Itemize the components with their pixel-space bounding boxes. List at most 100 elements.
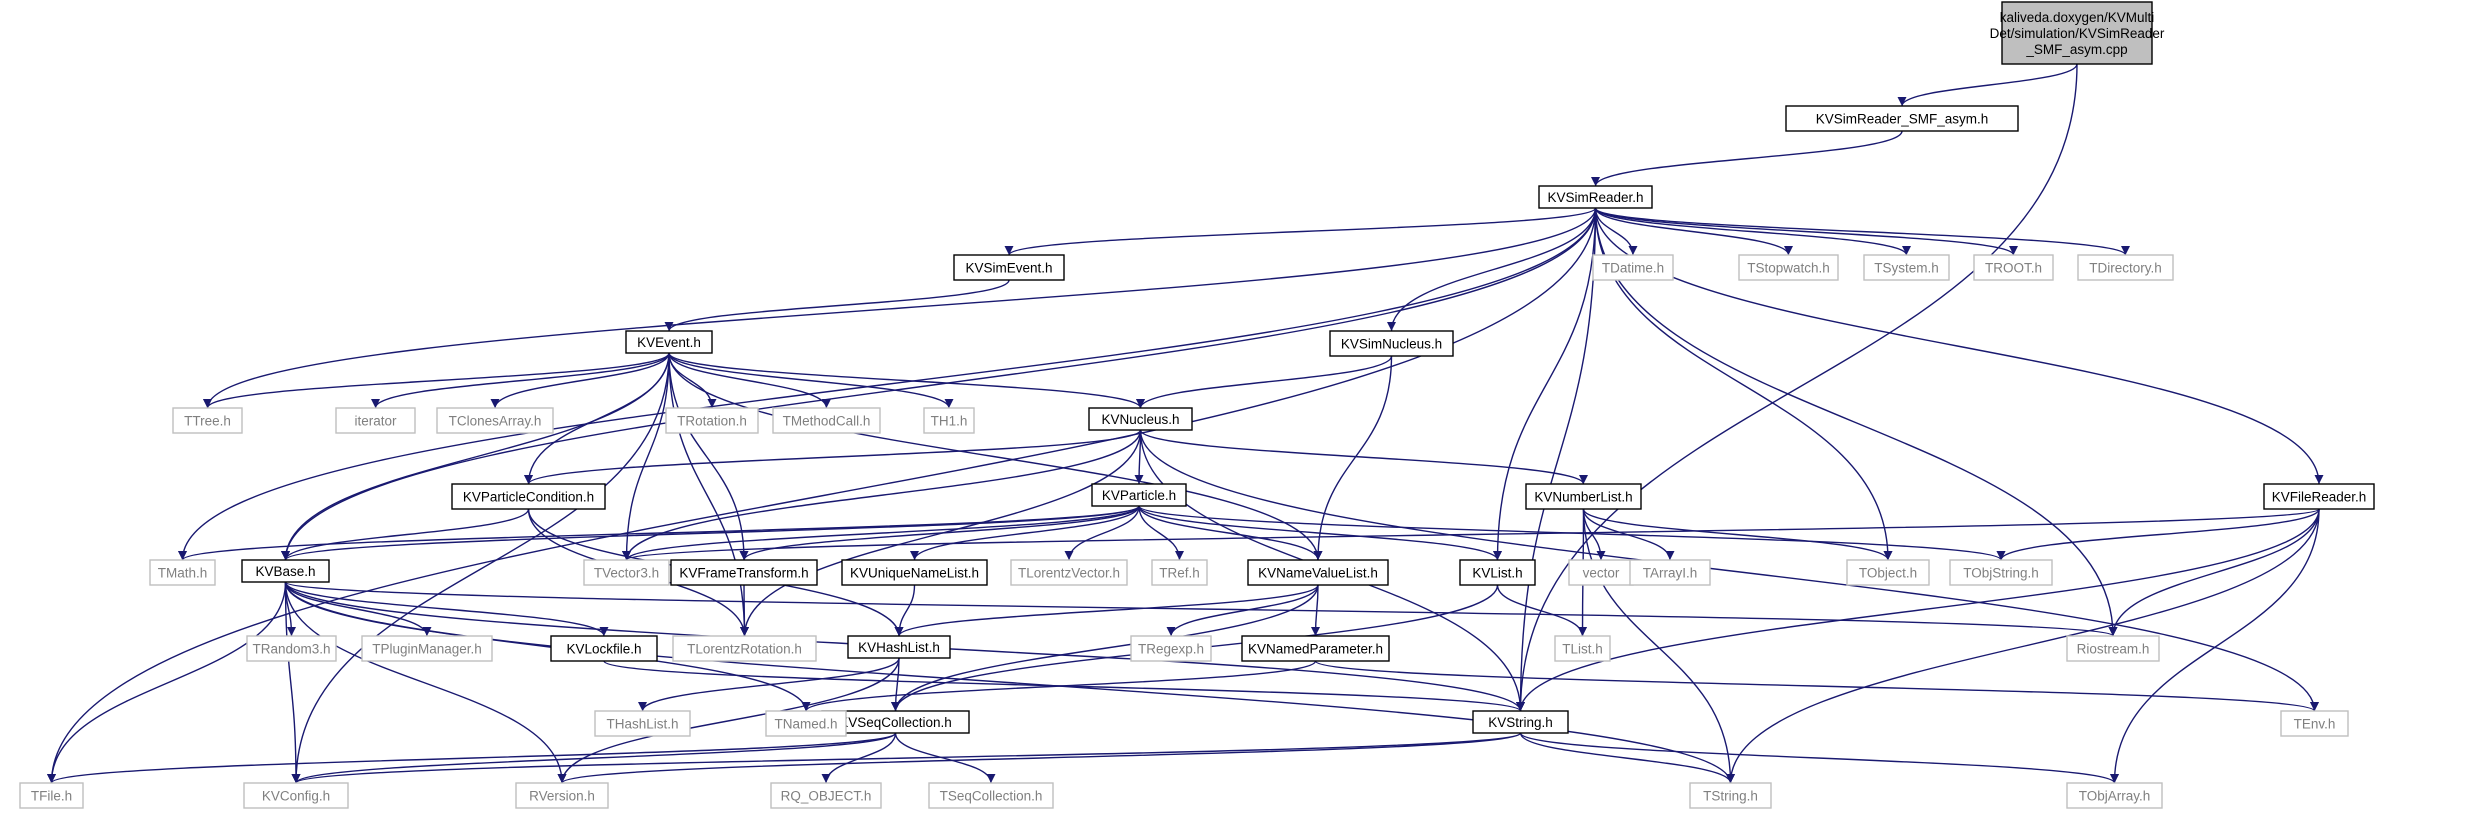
node-label: TSystem.h	[1874, 261, 1939, 276]
edge-KVNameValueList-to-TRegexp	[1166, 584, 1319, 637]
node-KVParticle[interactable]: KVParticle.h	[1091, 483, 1187, 507]
node-label: TH1.h	[931, 414, 968, 429]
node-label: TVector3.h	[594, 566, 659, 581]
edge-KVSeqCollection-to-TSeqCollection	[894, 732, 996, 784]
node-TFile: TFile.h	[19, 782, 84, 809]
edge-KVSimReader-to-TFile	[47, 207, 1597, 784]
edge-KVSimReader-to-KVString	[1516, 207, 1597, 712]
edge-KVParticleCondition-to-KVBase	[281, 508, 530, 561]
edge-KVNumberList-to-TObject	[1582, 508, 1893, 561]
node-KVFrameTransform[interactable]: KVFrameTransform.h	[670, 559, 818, 586]
edge-KVNucleus-to-TEnv	[1139, 429, 2319, 712]
edge-KVSimReader-to-KVFileReader	[1594, 207, 2324, 485]
edge-KVEvent-to-KVBase	[281, 352, 670, 561]
node-KVList[interactable]: KVList.h	[1459, 559, 1536, 586]
edge-group	[1136, 355, 1393, 409]
node-box	[1241, 635, 1390, 662]
node-KVParticleCondition[interactable]: KVParticleCondition.h	[451, 483, 606, 510]
node-label: KVUniqueNameList.h	[850, 566, 979, 581]
node-box	[765, 710, 847, 737]
edge-KVParticle-to-KVNameValueList	[1138, 505, 1323, 561]
node-KVBase[interactable]: KVBase.h	[241, 559, 330, 583]
node-KVNamedParameter[interactable]: KVNamedParameter.h	[1241, 635, 1390, 662]
edge-group	[1726, 508, 2320, 784]
node-box	[2066, 782, 2163, 809]
edge-KVBase-to-KVLockfile	[284, 581, 609, 637]
edge-KVParticle-to-TVector3	[622, 505, 1140, 561]
edge-KVSimReader-to-TTree	[203, 207, 1597, 409]
node-box	[1247, 559, 1389, 586]
node-KVFileReader[interactable]: KVFileReader.h	[2263, 483, 2375, 510]
node-box	[1459, 559, 1536, 586]
node-KVSimReader[interactable]: KVSimReader.h	[1538, 185, 1653, 209]
node-RVersion: RVersion.h	[515, 782, 609, 809]
node-box	[847, 635, 951, 659]
node-KVSimEvent[interactable]: KVSimEvent.h	[953, 254, 1065, 281]
node-box	[2263, 483, 2375, 510]
node-box	[243, 782, 349, 809]
node-KVEvent[interactable]: KVEvent.h	[625, 330, 713, 354]
node-box	[1130, 635, 1212, 662]
edge-KVParticle-to-KVList	[1138, 505, 1502, 561]
node-label: TLorentzRotation.h	[687, 642, 802, 657]
edge-group	[668, 352, 749, 637]
node-TPluginManager: TPluginManager.h	[361, 635, 493, 662]
node-label: TMethodCall.h	[783, 414, 871, 429]
node-KVNucleus[interactable]: KVNucleus.h	[1088, 407, 1193, 431]
node-KVLockfile[interactable]: KVLockfile.h	[550, 635, 658, 662]
edge-KVNumberList-to-TString	[1582, 508, 1735, 784]
edge-group	[1594, 207, 1911, 256]
edge-group	[490, 352, 670, 409]
edge-group	[47, 207, 1597, 784]
edge-group	[1897, 63, 2078, 107]
node-label: TDirectory.h	[2089, 261, 2162, 276]
node-TClonesArray: TClonesArray.h	[436, 407, 554, 434]
node-KVSimReader_SMF_asym[interactable]: KVSimReader_SMF_asym.h	[1785, 105, 2019, 132]
node-KVSeqCollection[interactable]: KVSeqCollection.h	[821, 710, 970, 734]
edge-group	[203, 352, 670, 409]
node-label: KVSimEvent.h	[965, 261, 1052, 276]
edge-KVFileReader-to-KVString	[1516, 508, 2320, 712]
edge-group	[891, 657, 901, 712]
node-box	[1785, 105, 2019, 132]
node-KVSimNucleus[interactable]: KVSimNucleus.h	[1329, 330, 1454, 357]
edge-KVEvent-to-TClonesArray	[490, 352, 670, 409]
edge-group	[557, 732, 1522, 784]
node-root: kaliveda.doxygen/KVMultiDet/simulation/K…	[1990, 1, 2165, 65]
edge-KVSimReader-to-KVSimEvent	[1004, 207, 1597, 256]
node-label: KVEvent.h	[637, 335, 701, 350]
edge-KVNameValueList-to-KVHashList	[894, 584, 1319, 637]
edge-KVEvent-to-TMethodCall	[668, 352, 831, 409]
node-box	[2066, 635, 2160, 662]
node-TMethodCall: TMethodCall.h	[772, 407, 881, 434]
node-box	[2077, 254, 2174, 281]
node-box	[172, 407, 243, 434]
node-label: TList.h	[1562, 642, 1603, 657]
node-KVString[interactable]: KVString.h	[1472, 710, 1569, 734]
edge-KVEvent-to-TLorentzRotation	[668, 352, 749, 637]
node-label: TString.h	[1703, 789, 1758, 804]
node-KVNumberList[interactable]: KVNumberList.h	[1525, 483, 1642, 510]
edge-group	[668, 352, 1145, 409]
node-box	[2001, 1, 2153, 65]
node-KVNameValueList[interactable]: KVNameValueList.h	[1247, 559, 1389, 586]
node-box	[772, 407, 881, 434]
edge-group	[284, 581, 2117, 637]
edge-KVSeqCollection-to-RQ_OBJECT	[821, 732, 897, 784]
node-label: KVBase.h	[255, 564, 315, 579]
node-KVUniqueNameList[interactable]: KVUniqueNameList.h	[841, 559, 988, 586]
node-label: TSeqCollection.h	[940, 789, 1043, 804]
node-box	[953, 254, 1065, 281]
edge-group	[284, 581, 432, 637]
edge-group	[821, 732, 897, 784]
edge-KVBase-to-RVersion	[284, 581, 567, 784]
node-box	[928, 782, 1054, 809]
edge-KVList-to-TList	[1496, 584, 1587, 637]
edge-KVSimReader-to-KVList	[1493, 207, 1597, 561]
edge-group	[1138, 505, 1502, 561]
edge-group	[894, 732, 996, 784]
node-KVHashList[interactable]: KVHashList.h	[847, 635, 951, 659]
edge-KVEvent-to-TTree	[203, 352, 670, 409]
edge-group	[668, 352, 1323, 561]
node-label: KVParticleCondition.h	[463, 490, 594, 505]
